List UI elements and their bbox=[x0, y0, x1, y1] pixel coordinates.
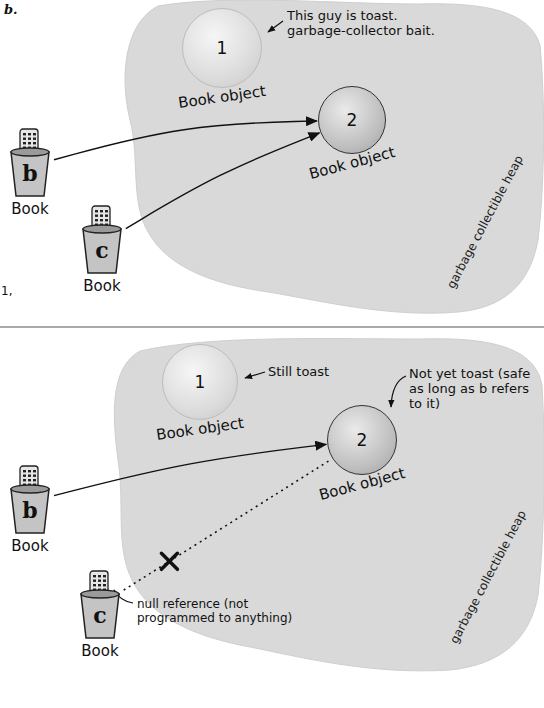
reference-cup: bBook bbox=[8, 128, 52, 198]
remote-button bbox=[98, 575, 101, 577]
remote-button bbox=[23, 142, 26, 144]
variable-name: b bbox=[8, 160, 52, 186]
cup-rim bbox=[83, 225, 121, 233]
heap-blob bbox=[125, 0, 544, 313]
book-object-circle: 2Book object bbox=[327, 405, 397, 475]
book-object-circle: 1Book object bbox=[162, 344, 238, 420]
object-number: 1 bbox=[195, 372, 206, 392]
remote-button bbox=[103, 584, 106, 586]
remote-button bbox=[23, 138, 26, 140]
remote-button bbox=[28, 133, 31, 135]
cup-rim bbox=[11, 148, 49, 156]
remote-button bbox=[98, 584, 101, 586]
remote-button bbox=[33, 470, 36, 472]
remote-button bbox=[23, 479, 26, 481]
variable-name: b bbox=[8, 497, 52, 523]
reference-cup: cBook bbox=[78, 570, 122, 640]
remote-button bbox=[105, 215, 108, 217]
object-number: 2 bbox=[357, 430, 368, 450]
remote-button bbox=[28, 475, 31, 477]
remote-button bbox=[33, 142, 36, 144]
variable-name: c bbox=[80, 237, 124, 263]
heap-label: garbage collectible heap bbox=[444, 153, 526, 291]
cup-rim bbox=[11, 485, 49, 493]
annotation-note: Still toast bbox=[268, 364, 329, 379]
remote-button bbox=[33, 479, 36, 481]
book-object-circle: 2Book object bbox=[318, 86, 386, 154]
remote-button bbox=[28, 138, 31, 140]
remote-button bbox=[105, 219, 108, 221]
cup-rim bbox=[81, 590, 119, 598]
book-object-circle: 1Book object bbox=[182, 8, 262, 88]
object-number: 1 bbox=[217, 38, 228, 58]
remote-button bbox=[93, 580, 96, 582]
variable-type: Book bbox=[11, 200, 48, 218]
remote-button bbox=[95, 219, 98, 221]
annotation-note: null reference (not programmed to anythi… bbox=[137, 597, 319, 625]
edge-fragment: b. bbox=[4, 2, 18, 17]
remote-button bbox=[28, 479, 31, 481]
remote-button bbox=[28, 142, 31, 144]
heap-blob bbox=[114, 339, 544, 671]
remote-button bbox=[93, 575, 96, 577]
remote-button bbox=[33, 475, 36, 477]
remote-button bbox=[100, 210, 103, 212]
variable-name: c bbox=[78, 602, 122, 628]
object-label: Book object bbox=[177, 82, 267, 112]
remote-button bbox=[100, 215, 103, 217]
reference-cup: cBook bbox=[80, 205, 124, 275]
remote-button bbox=[28, 470, 31, 472]
remote-button bbox=[93, 584, 96, 586]
annotation-note: This guy is toast. garbage-collector bai… bbox=[287, 8, 437, 38]
remote-button bbox=[98, 580, 101, 582]
edge-fragment: 1, bbox=[1, 284, 12, 298]
object-number: 2 bbox=[347, 110, 358, 130]
heap-label: garbage collectible heap bbox=[447, 508, 529, 646]
remote-button bbox=[33, 133, 36, 135]
variable-type: Book bbox=[11, 537, 48, 555]
variable-type: Book bbox=[83, 277, 120, 295]
remote-button bbox=[23, 470, 26, 472]
remote-button bbox=[103, 575, 106, 577]
object-label: Book object bbox=[155, 414, 245, 444]
remote-button bbox=[33, 138, 36, 140]
object-label: Book object bbox=[307, 143, 397, 183]
remote-button bbox=[95, 210, 98, 212]
annotation-note: Not yet toast (safe as long as b refers … bbox=[409, 366, 540, 411]
variable-type: Book bbox=[81, 642, 118, 660]
panel-divider bbox=[0, 326, 544, 327]
remote-button bbox=[105, 210, 108, 212]
reference-cup: bBook bbox=[8, 465, 52, 535]
remote-button bbox=[23, 133, 26, 135]
remote-button bbox=[23, 475, 26, 477]
remote-button bbox=[95, 215, 98, 217]
remote-button bbox=[100, 219, 103, 221]
object-label: Book object bbox=[317, 464, 407, 504]
heap-region: garbage collectible heap1Book object2Boo… bbox=[118, 0, 544, 318]
remote-button bbox=[103, 580, 106, 582]
